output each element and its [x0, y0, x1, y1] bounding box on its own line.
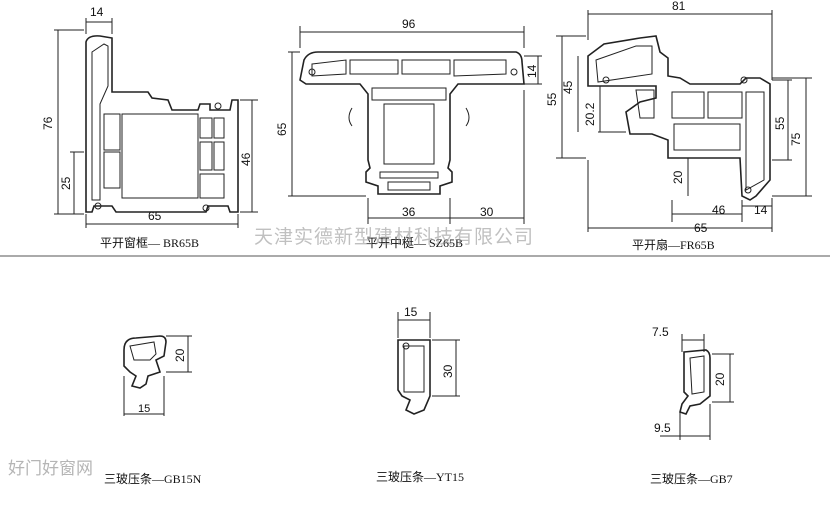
dim-yt15-height: 30	[441, 364, 455, 378]
dim-frame-right: 46	[239, 152, 253, 166]
watermark-site: 好门好窗网	[8, 459, 93, 479]
dim-sash-right-a: 75	[789, 132, 803, 146]
dim-sash-left-a: 55	[545, 92, 559, 106]
dim-mullion-left: 65	[275, 122, 289, 136]
dim-sash-bottom-b: 14	[754, 203, 768, 217]
caption-frame: 平开窗框— BR65B	[100, 236, 200, 250]
caption-gb15n: 三玻压条—GB15N	[104, 472, 202, 486]
dim-mullion-right: 14	[525, 64, 539, 78]
dim-frame-left: 76	[41, 116, 55, 130]
watermark-company: 天津实德新型建材科技有限公司	[254, 226, 535, 248]
dim-sash-left-b: 45	[561, 80, 575, 94]
dim-gb15n-height: 20	[173, 348, 187, 362]
dim-mullion-top: 96	[402, 17, 416, 31]
dim-gb7-top: 7.5	[652, 325, 669, 339]
dim-gb15n-width: 15	[138, 403, 151, 415]
profile-mullion-sz65b-drawing	[288, 26, 542, 224]
dim-sash-inner: 20.2	[583, 102, 597, 126]
dim-sash-top: 81	[672, 0, 686, 13]
profile-bead-yt15-drawing	[397, 312, 460, 415]
caption-sash: 平开扇—FR65B	[632, 238, 715, 252]
dim-gb7-height: 20	[713, 372, 727, 386]
dim-frame-lower-left: 25	[59, 176, 73, 190]
profile-bead-gb7-drawing	[660, 334, 734, 440]
profile-frame-br65b-drawing	[54, 18, 258, 228]
dim-sash-bottom-a: 46	[712, 203, 726, 217]
dim-mullion-bottom-a: 36	[402, 205, 416, 219]
dim-gb7-bottom: 9.5	[654, 421, 671, 435]
profile-bead-gb15n-drawing	[123, 335, 192, 416]
caption-gb7: 三玻压条—GB7	[650, 472, 733, 486]
caption-yt15: 三玻压条—YT15	[376, 470, 464, 484]
dim-frame-bottom: 65	[148, 209, 162, 223]
dim-mullion-bottom-b: 30	[480, 205, 494, 219]
dim-frame-top: 14	[90, 5, 104, 19]
dim-yt15-width: 15	[404, 305, 418, 319]
dim-sash-mid: 20	[671, 170, 685, 184]
caption-mullion: 平开中梃— SZ65B	[366, 236, 464, 250]
dim-sash-right-b: 55	[773, 116, 787, 130]
dim-sash-bottom-c: 65	[694, 221, 708, 235]
profile-sash-fr65b-drawing	[556, 10, 812, 232]
